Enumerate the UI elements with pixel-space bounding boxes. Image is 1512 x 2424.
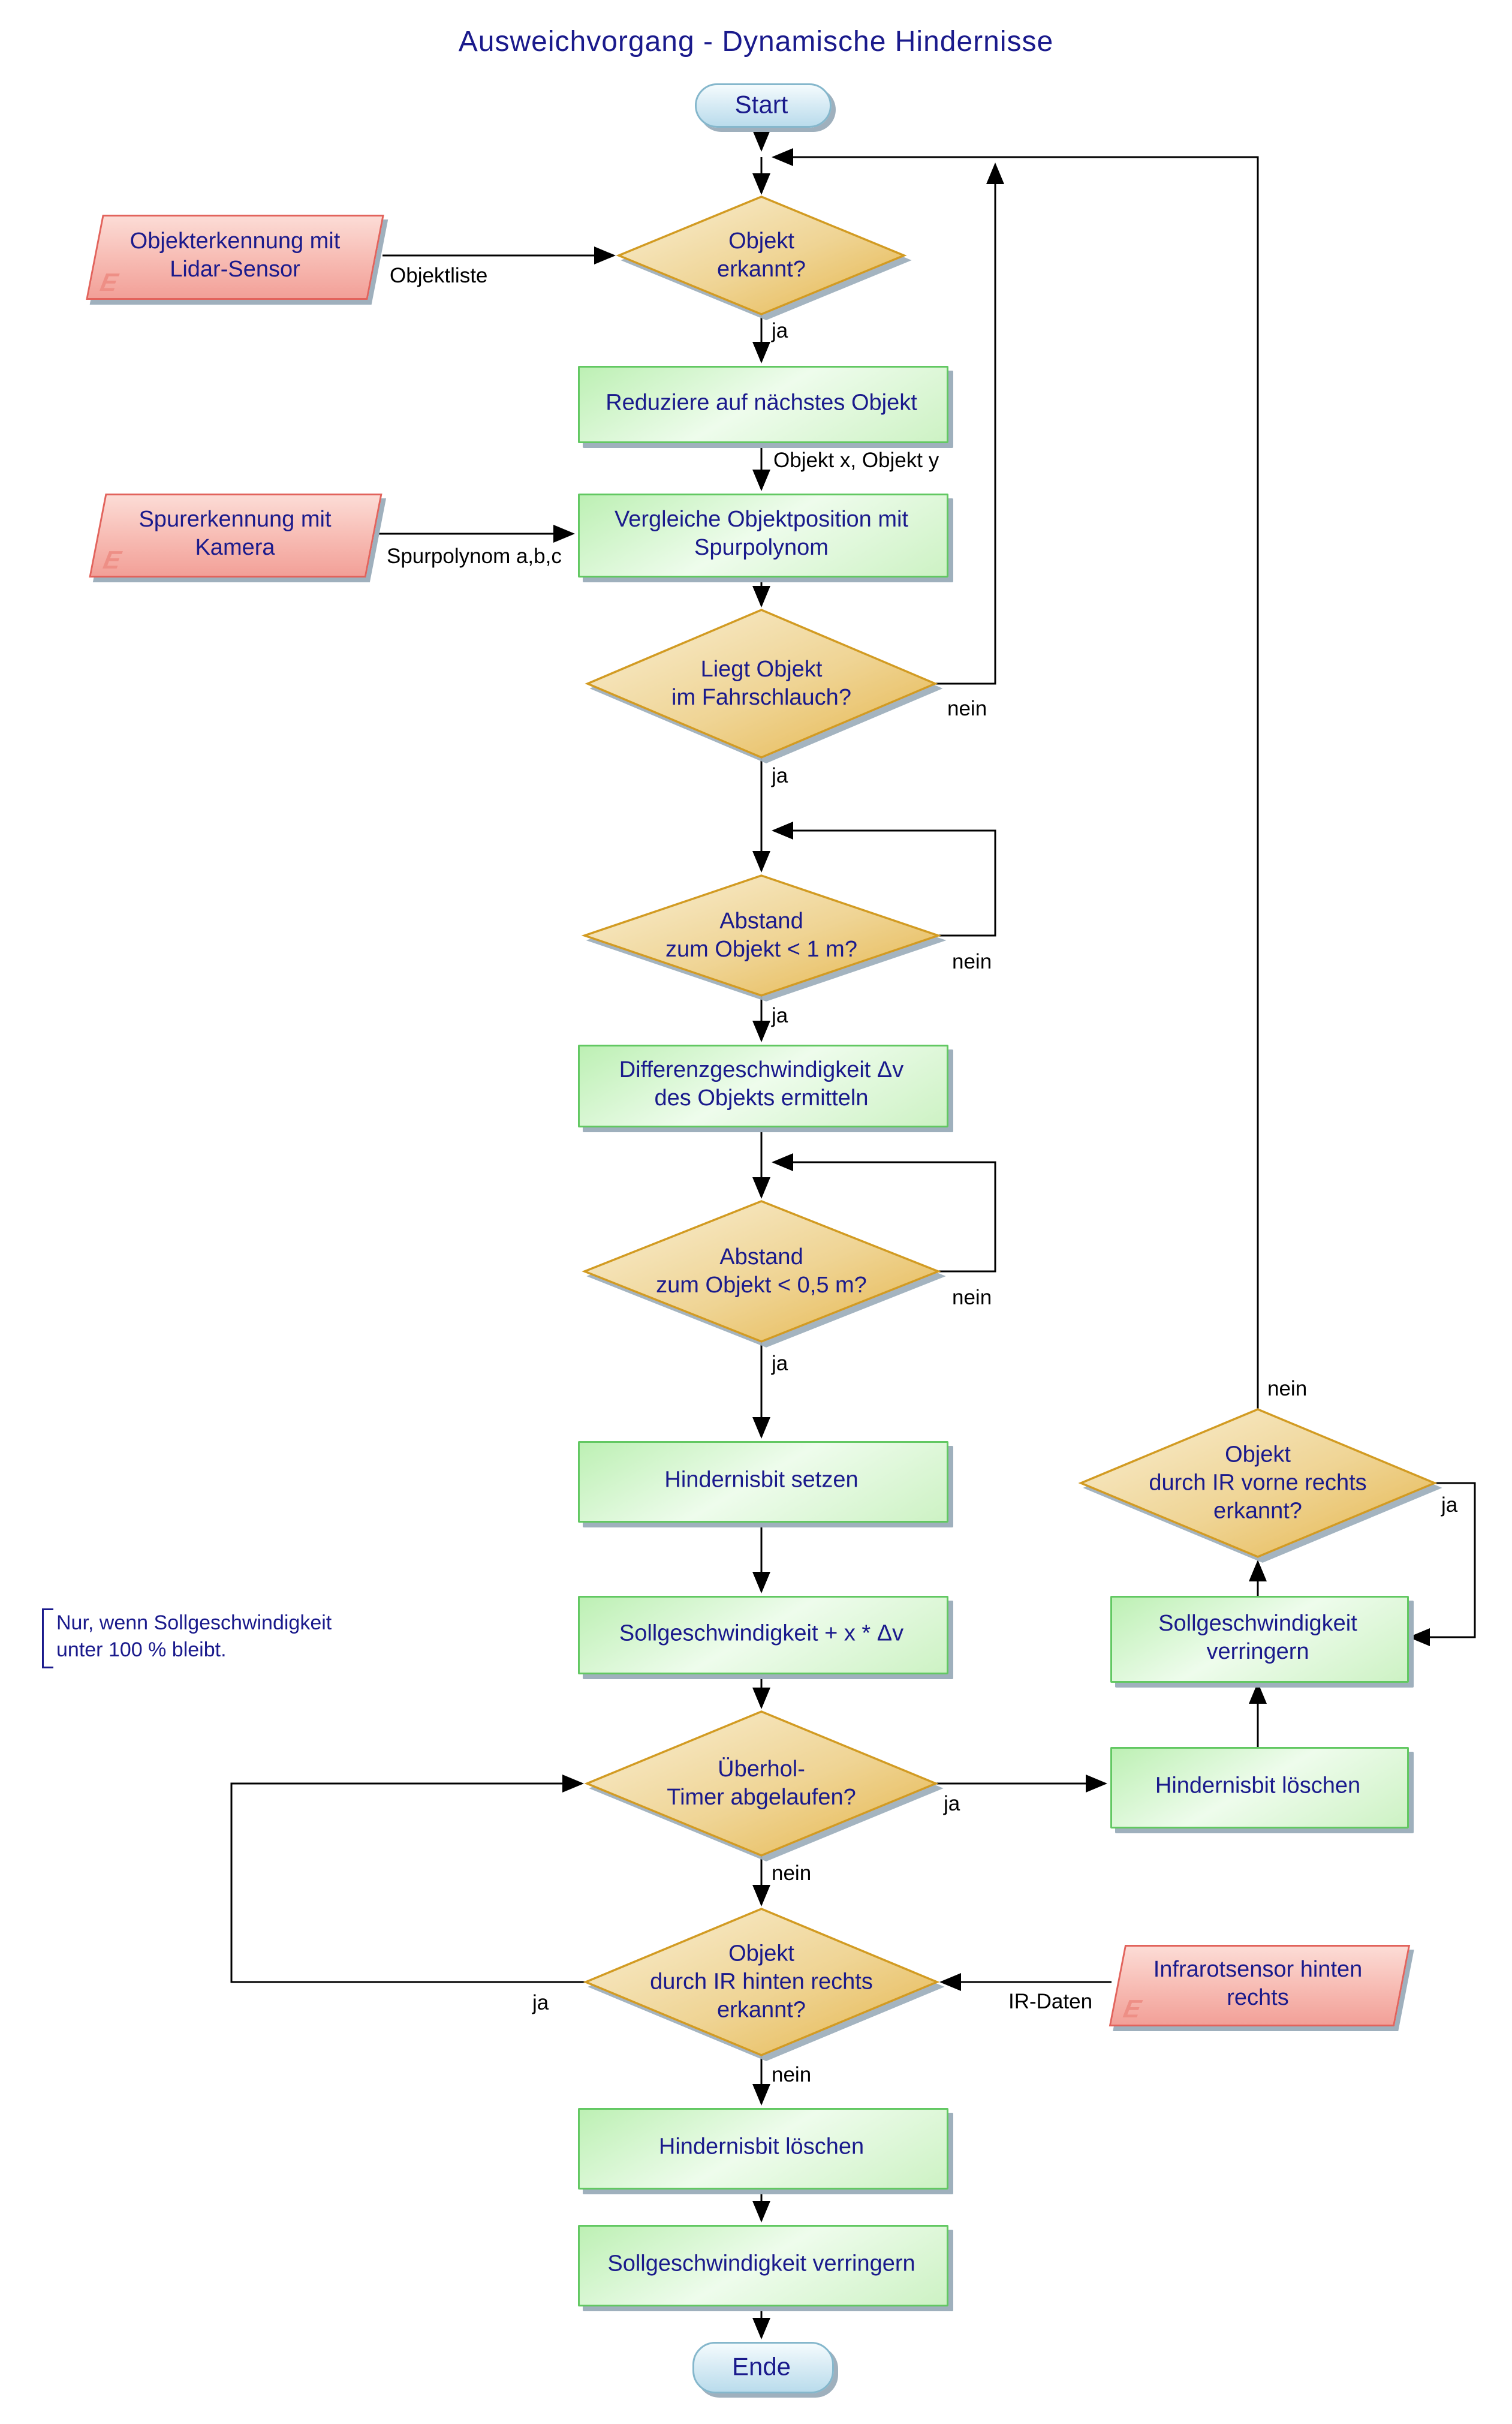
sensor-kamera-e-marker: E bbox=[101, 546, 124, 574]
sensor-lidar-e-marker: E bbox=[98, 268, 121, 296]
decision-ir-vorne-label: Objekt durch IR vorne rechts erkannt? bbox=[1149, 1442, 1367, 1524]
edge-label-ja-abstand-05m: ja bbox=[772, 1352, 788, 1375]
edge-label-ja-timer: ja bbox=[944, 1792, 960, 1815]
process-vergleiche-label: Vergleiche Objektposition mit Spurpolyno… bbox=[614, 507, 909, 560]
page-title: Ausweichvorgang - Dynamische Hindernisse bbox=[458, 26, 1054, 58]
edge-abstand1m-nein-loop bbox=[772, 822, 996, 937]
process-hindernisbit-loeschen-rechts bbox=[1110, 1747, 1409, 1828]
decision-abstand-1m-label: Abstand zum Objekt < 1 m? bbox=[665, 909, 857, 962]
process-sollgeschwindigkeit-verringern-rechts bbox=[1110, 1596, 1409, 1683]
edge-ir-vorne-nein-feedback bbox=[772, 148, 1259, 1409]
edge-abstand05m-nein-loop bbox=[772, 1153, 996, 1273]
process-differenzgeschwindigkeit bbox=[578, 1045, 948, 1127]
edge-label-nein-timer: nein bbox=[772, 1861, 812, 1885]
edge-label-ja-fahrschlauch: ja bbox=[772, 764, 788, 787]
decision-abstand-05m-shape bbox=[582, 1200, 941, 1343]
edge-fahrschlauch-nein-feedback bbox=[935, 163, 1004, 685]
decision-fahrschlauch-label: Liegt Objekt im Fahrschlauch? bbox=[671, 657, 851, 710]
decision-abstand-05m-label: Abstand zum Objekt < 0,5 m? bbox=[656, 1244, 867, 1298]
process-hindernisbit-setzen bbox=[578, 1441, 948, 1523]
edge-label-nein-ir-vorne: nein bbox=[1267, 1377, 1308, 1400]
edge-label-objektliste: Objektliste bbox=[390, 264, 488, 287]
note-text: Nur, wenn Sollgeschwindigkeit unter 100 … bbox=[56, 1611, 332, 1661]
process-sollgeschwindigkeit-plus bbox=[578, 1596, 948, 1674]
process-sollgeschwindigkeit-verringern-rechts-label: Sollgeschwindigkeit verringern bbox=[1158, 1611, 1357, 1664]
edge-label-ja-abstand-1m: ja bbox=[772, 1004, 788, 1027]
edge-ir-vorne-ja-loop bbox=[1408, 1482, 1476, 1646]
decision-ueberhol-timer-shape bbox=[584, 1710, 939, 1857]
sensor-infrarot-label: Infrarotsensor hinten rechts bbox=[1153, 1957, 1363, 2010]
decision-ir-hinten-shape bbox=[583, 1908, 940, 2056]
process-hindernisbit-loeschen bbox=[578, 2108, 948, 2190]
process-differenzgeschwindigkeit-label: Differenzgeschwindigkeit Δv des Objekts … bbox=[619, 1057, 904, 1111]
decision-ir-hinten-label: Objekt durch IR hinten rechts erkannt? bbox=[650, 1941, 873, 2023]
decision-ueberhol-timer-label: Überhol- Timer abgelaufen? bbox=[667, 1757, 856, 1810]
decision-abstand-1m-shape bbox=[581, 874, 942, 997]
process-reduziere-label: Reduziere auf nächstes Objekt bbox=[606, 390, 917, 416]
sensor-infrarot-e-marker: E bbox=[1121, 1995, 1144, 2023]
edge-label-ja-ir-hinten: ja bbox=[532, 1991, 549, 2014]
edge-label-nein-abstand-1m: nein bbox=[952, 950, 992, 973]
edge-label-ja-ir-vorne: ja bbox=[1441, 1493, 1458, 1517]
sensor-lidar-label: Objekterkennung mit Lidar-Sensor bbox=[129, 228, 341, 282]
terminator-ende-label: Ende bbox=[731, 2352, 791, 2381]
process-sollgeschwindigkeit-verringern bbox=[578, 2225, 948, 2306]
sensor-kamera-label: Spurerkennung mit Kamera bbox=[138, 507, 332, 560]
edge-ir-hinten-ja-loop bbox=[230, 1775, 585, 1983]
decision-objekt-erkannt-shape bbox=[616, 196, 907, 315]
process-sollgeschwindigkeit-verringern-label: Sollgeschwindigkeit verringern bbox=[607, 2251, 915, 2276]
terminator-start-label: Start bbox=[734, 90, 788, 119]
decision-ir-vorne-shape bbox=[1078, 1408, 1438, 1558]
edge-label-ir-daten: IR-Daten bbox=[1008, 1990, 1093, 2013]
decision-fahrschlauch-shape bbox=[585, 609, 938, 759]
process-sollgeschwindigkeit-plus-label: Sollgeschwindigkeit + x * Δv bbox=[619, 1620, 904, 1646]
process-hindernisbit-loeschen-label: Hindernisbit löschen bbox=[658, 2134, 865, 2160]
process-vergleiche bbox=[578, 494, 948, 578]
process-reduziere bbox=[578, 366, 948, 443]
edge-label-objekt-xy: Objekt x, Objekt y bbox=[773, 449, 939, 472]
edge-label-nein-ir-hinten: nein bbox=[772, 2063, 812, 2086]
edge-label-ja-objekt: ja bbox=[772, 319, 788, 342]
note-bracket bbox=[42, 1608, 53, 1668]
edge-label-spurpolynom: Spurpolynom a,b,c bbox=[387, 545, 562, 568]
terminator-start bbox=[695, 83, 832, 128]
terminator-ende bbox=[692, 2342, 834, 2393]
decision-objekt-erkannt-label: Objekt erkannt? bbox=[717, 228, 806, 282]
process-hindernisbit-setzen-label: Hindernisbit setzen bbox=[664, 1467, 859, 1493]
edge-label-nein-fahrschlauch: nein bbox=[947, 697, 987, 720]
edge-label-nein-abstand-05m: nein bbox=[952, 1286, 992, 1309]
process-hindernisbit-loeschen-rechts-label: Hindernisbit löschen bbox=[1155, 1773, 1361, 1799]
